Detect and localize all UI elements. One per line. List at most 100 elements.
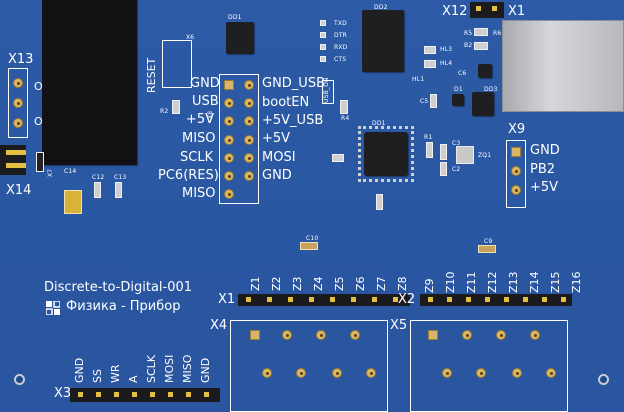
z-left-8: Z8 xyxy=(396,276,409,291)
x1-label: X1 xyxy=(218,292,236,307)
ref-d1: D1 xyxy=(454,86,463,93)
usb-connector[interactable] xyxy=(502,20,624,112)
res-r2 xyxy=(172,100,180,114)
x3-pin-5 xyxy=(150,392,155,397)
ref-r2: R2 xyxy=(160,108,169,115)
x2-pin-2 xyxy=(447,297,452,302)
x1-pin-1 xyxy=(246,297,251,302)
x4-pin-2 xyxy=(282,330,292,340)
ref-hl1: HL1 xyxy=(412,76,425,83)
cap-c13 xyxy=(115,182,122,198)
cap-c9 xyxy=(478,245,496,253)
x5-pin-2 xyxy=(462,330,472,340)
ref-x8: X8 xyxy=(207,110,214,119)
uart-label-dtr: DTR xyxy=(334,32,348,39)
ref-c3: C3 xyxy=(452,140,461,147)
cap-c5 xyxy=(430,94,437,108)
x3-pin-8 xyxy=(204,392,209,397)
prog-left-label-4: MISO xyxy=(182,131,216,146)
z-right-11: Z11 xyxy=(465,271,478,293)
x5-label: X5 xyxy=(390,318,408,333)
uart-label-txd: TXD xyxy=(334,20,347,27)
x2-pin-4 xyxy=(485,297,490,302)
uart-label-cts: CTS xyxy=(334,56,347,63)
reset-button-outline[interactable] xyxy=(162,40,192,88)
x5-pin-4 xyxy=(530,330,540,340)
led-hl3 xyxy=(424,46,436,54)
ref-x6: X6 xyxy=(186,34,195,41)
z-right-14: Z14 xyxy=(528,271,541,293)
x3-header[interactable] xyxy=(70,388,220,402)
ref-c2: C2 xyxy=(452,166,461,173)
mount-hole-bl xyxy=(14,374,25,385)
prog-right-label-3: +5V_USB xyxy=(262,113,324,128)
cap-c2 xyxy=(440,162,447,176)
prog-left-label-2: USB xyxy=(192,94,219,109)
uart-label-rxd: RXD xyxy=(334,44,348,51)
x1-pin-8 xyxy=(393,297,398,302)
ref-dd2: DD2 xyxy=(374,4,388,11)
chip-dd1 xyxy=(226,22,254,54)
uart-dot-2 xyxy=(320,32,326,38)
x14-label: X14 xyxy=(6,183,32,198)
x3-label-mosi: MOSI xyxy=(163,354,176,383)
brand-logo-icon xyxy=(45,300,61,316)
x2-label: X2 xyxy=(398,292,416,307)
x13-label: X13 xyxy=(8,52,34,67)
x5-pin-7 xyxy=(512,368,522,378)
x13-side-label-1: O xyxy=(34,80,43,93)
uart-dot-1 xyxy=(320,20,326,26)
ref-hl3: HL3 xyxy=(440,46,453,53)
mount-hole-br xyxy=(598,374,609,385)
x4-label: X4 xyxy=(210,318,228,333)
black-module xyxy=(42,0,137,165)
x13-pin-1 xyxy=(13,78,23,88)
z-left-4: Z4 xyxy=(312,276,325,291)
x3-label-gnd1: GND xyxy=(73,357,86,383)
z-left-1: Z1 xyxy=(249,276,262,291)
x3-label-wr: WR xyxy=(109,364,122,383)
ref-hl4: HL4 xyxy=(440,60,453,67)
res-b2 xyxy=(474,42,488,50)
prog-header-outline xyxy=(219,74,259,204)
mcu-chip xyxy=(364,132,408,176)
prog-pin-3 xyxy=(224,98,234,108)
prog-pin-4 xyxy=(244,98,254,108)
uart-dot-4 xyxy=(320,56,326,62)
prog-right-label-4: +5V xyxy=(262,131,291,146)
prog-pin-12 xyxy=(244,171,254,181)
x4-pin-3 xyxy=(316,330,326,340)
x13-side-label-2: O xyxy=(34,115,43,128)
x9-pin-2 xyxy=(511,166,521,176)
x1-header[interactable] xyxy=(238,294,410,306)
x4-pin-1 xyxy=(250,330,260,340)
res-r4 xyxy=(340,100,348,114)
prog-left-label-6: PC6(RES) xyxy=(158,168,219,183)
prog-pin-13 xyxy=(224,189,234,199)
ref-x7: X7 xyxy=(47,168,54,177)
x9-label-5v: +5V xyxy=(530,180,559,195)
x3-label-a: A xyxy=(127,375,140,383)
z-right-9: Z9 xyxy=(423,278,436,293)
x2-pin-5 xyxy=(504,297,509,302)
ref-c12: C12 xyxy=(92,174,105,181)
x1-pin-3 xyxy=(288,297,293,302)
x1-pin-4 xyxy=(309,297,314,302)
x3-pin-2 xyxy=(96,392,101,397)
prog-right-label-5: MOSI xyxy=(262,150,296,165)
x2-pin-1 xyxy=(428,297,433,302)
x9-label-gnd: GND xyxy=(530,143,560,158)
ref-r6: R6 xyxy=(493,30,502,37)
z-right-15: Z15 xyxy=(549,271,562,293)
x4-pin-4 xyxy=(350,330,360,340)
chip-dd2 xyxy=(362,10,404,72)
mcu-pins xyxy=(358,126,414,182)
x2-header[interactable] xyxy=(420,294,572,306)
led-hl4 xyxy=(424,60,436,68)
ref-c10: C10 xyxy=(306,235,319,242)
z-right-16: Z16 xyxy=(570,271,583,293)
x9-outline xyxy=(506,140,526,208)
prog-left-label-3: +5V xyxy=(186,112,215,127)
ref-dd1-mcu: DD1 xyxy=(372,120,386,127)
